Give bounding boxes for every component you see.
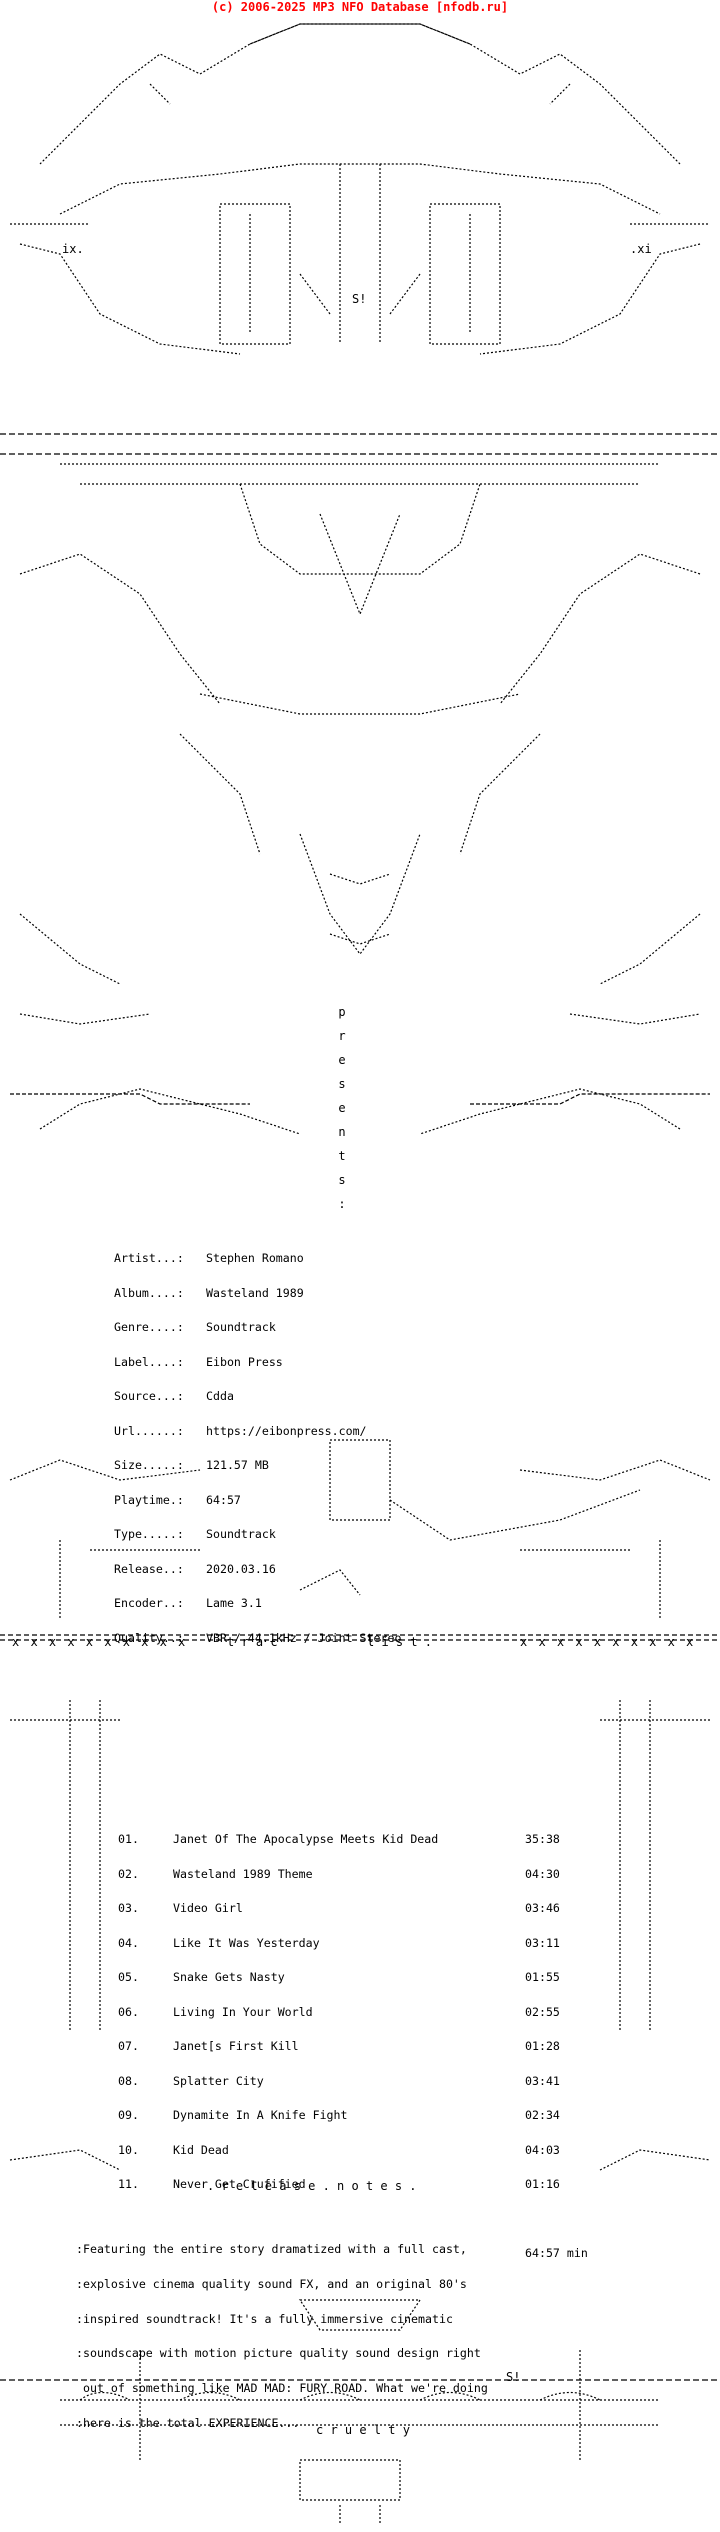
release-notes: :Featuring the entire story dramatized w… — [76, 2221, 488, 2441]
x-row-right: x x x x x x x x x x — [520, 1635, 696, 1649]
info-row: Quality..:VBR / 44.1kHz / Joint Stereo — [114, 1630, 402, 1645]
note-line: :soundscape with motion picture quality … — [76, 2346, 481, 2361]
info-row: Artist...:Stephen Romano — [114, 1251, 304, 1265]
footer-s-mark: S! — [506, 2370, 521, 2384]
ascii-mask-art: ix. .xi S! — [0, 14, 720, 1154]
info-row: Type.....:Soundtrack — [114, 1527, 276, 1541]
presents-letter: s — [338, 1173, 346, 1187]
note-line: :here is the total EXPERIENCE... — [76, 2415, 300, 2430]
info-row: Release..:2020.03.16 — [114, 1561, 276, 1576]
presents-letter: p — [338, 1005, 346, 1019]
tracklist-columns-art — [0, 1700, 720, 2030]
info-row: Label....:Eibon Press — [114, 1354, 283, 1369]
tracklist-heading-2: l i s t . — [367, 1635, 433, 1649]
art-mark-top-left: ix. — [62, 242, 84, 256]
note-line: :Featuring the entire story dramatized w… — [76, 2242, 467, 2256]
info-row: Size.....:121.57 MB — [114, 1458, 269, 1472]
info-row: Album....:Wasteland 1989 — [114, 1285, 304, 1300]
nfodb-header: (c) 2006-2025 MP3 NFO Database [nfodb.ru… — [211, 0, 509, 14]
footer-word: c r u e l t y — [316, 2423, 410, 2437]
footer-logo-art: S! — [0, 2290, 720, 2532]
presents-letter: : — [338, 1197, 346, 1211]
release-info: Artist...:Stephen Romano Album....:Waste… — [114, 1230, 401, 1656]
track-row: 01.Janet Of The Apocalypse Meets Kid Dea… — [118, 1832, 560, 1846]
info-row: Encoder..:Lame 3.1 — [114, 1596, 262, 1610]
note-line: :inspired soundtrack! It's a fully immer… — [76, 2311, 453, 2326]
notes-heading: . r e l e a s e . n o t e s . — [207, 2179, 417, 2193]
note-line: out of something like MAD MAD: FURY ROAD… — [76, 2381, 488, 2396]
info-row: Genre....:Soundtrack — [114, 1320, 276, 1334]
tracklist: 01.Janet Of The Apocalypse Meets Kid Dea… — [118, 1811, 588, 2271]
total-time: 64:57 min — [525, 2246, 588, 2260]
art-mark-center-s: S! — [352, 292, 367, 306]
note-line: :explosive cinema quality sound FX, and … — [76, 2276, 467, 2291]
presents-letter: e — [338, 1053, 346, 1067]
presents-letter: e — [338, 1101, 346, 1115]
art-mark-top-right: .xi — [630, 242, 652, 256]
info-row: Source...:Cdda — [114, 1389, 234, 1403]
info-row: Url......:https://eibonpress.com/ — [114, 1423, 367, 1438]
tracklist-frame-art: x x x x x x x x x x x x x x x x x x x x — [0, 1380, 720, 1980]
tracklist-heading: t r a c — [227, 1635, 278, 1649]
info-row: Playtime.:64:57 — [114, 1492, 241, 1507]
presents-letter: n — [338, 1125, 346, 1139]
notes-frame-art — [0, 2140, 720, 2200]
presents-letter: r — [338, 1029, 346, 1043]
presents-letter: s — [338, 1077, 346, 1091]
x-row-left: x x x x x x x x x x — [12, 1635, 188, 1649]
presents-letter: t — [338, 1149, 346, 1163]
